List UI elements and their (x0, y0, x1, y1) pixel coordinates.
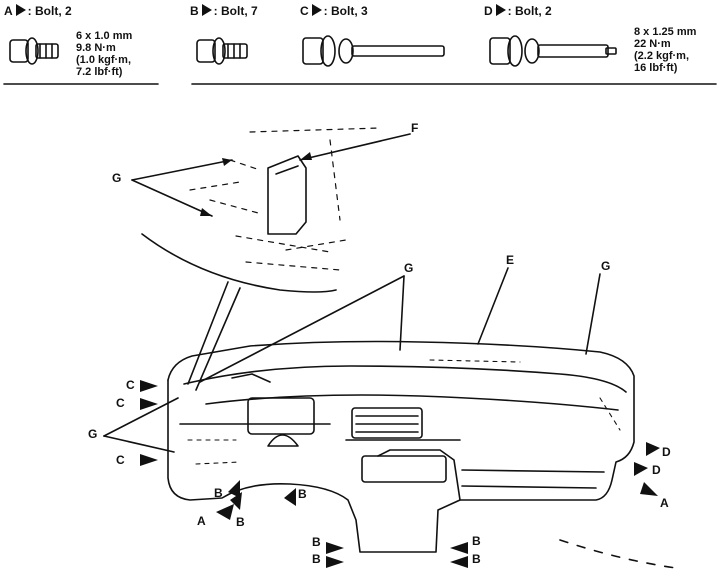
triangle-icon (201, 4, 212, 16)
leader-f (299, 133, 411, 161)
leader-e (477, 267, 509, 345)
triangle-icon (495, 4, 506, 16)
label-c-3: C (116, 453, 125, 467)
label-b-4: B (312, 535, 321, 549)
dashboard-e (167, 340, 635, 553)
callout-f: F (411, 121, 419, 135)
bolt-a-spec-size: 6 x 1.0 mm (76, 30, 133, 42)
label-b-3: B (298, 487, 307, 501)
marker-d-2 (634, 462, 648, 476)
bolt-d-spec-lbf: 16 lbf·ft) (634, 62, 678, 74)
bolt-d-header: D : Bolt, 2 (484, 4, 552, 18)
label-a-2: A (660, 496, 669, 510)
bolt-b-header: B : Bolt, 7 (190, 4, 258, 18)
label-b-1: B (214, 486, 223, 500)
callout-g-left: G (88, 427, 98, 441)
callout-g-top-right: G (601, 259, 611, 273)
triangle-icon (311, 4, 322, 16)
label-d-2: D (652, 463, 661, 477)
bolt-d-letter: D (484, 4, 493, 18)
bolt-c-header: C : Bolt, 3 (300, 4, 368, 18)
leader-g-1 (131, 159, 233, 181)
bolt-c-icon (302, 35, 445, 67)
bolt-c-letter: C (300, 4, 309, 18)
bolt-a-letter: A (4, 4, 13, 18)
marker-b-6 (450, 542, 468, 554)
callout-g-top-center: G (404, 261, 414, 275)
bolt-c-desc: : Bolt, 3 (323, 4, 368, 18)
bolt-d-spec-kgf: (2.2 kgf·m, (634, 50, 690, 62)
zoom-line-1 (187, 281, 229, 385)
callout-g-upper: G (112, 171, 122, 185)
leader-g-5 (585, 273, 601, 355)
zoom-arc (141, 233, 337, 293)
zoom-line-2 (195, 287, 241, 391)
leader-g-4 (399, 275, 405, 351)
label-c-2: C (116, 396, 125, 410)
bolt-b-letter: B (190, 4, 199, 18)
marker-c-2 (140, 398, 158, 410)
label-d-1: D (662, 445, 671, 459)
label-b-2: B (236, 515, 245, 529)
marker-c-1 (140, 380, 158, 392)
leader-arrowheads (200, 152, 312, 216)
marker-b-5 (326, 556, 344, 568)
bolt-a-desc: : Bolt, 2 (27, 4, 72, 18)
label-b-5: B (312, 552, 321, 566)
bolt-d-desc: : Bolt, 2 (507, 4, 552, 18)
triangle-icon (15, 4, 26, 16)
leader-g-3 (199, 275, 405, 383)
marker-d-1 (646, 442, 660, 456)
marker-a-1 (216, 504, 234, 520)
leader-g-6 (103, 397, 179, 437)
label-c-1: C (126, 378, 135, 392)
upper-hidden-lines (189, 127, 381, 271)
marker-a-2 (640, 482, 658, 496)
bolt-d-icon (489, 35, 617, 67)
label-a-1: A (197, 514, 206, 528)
label-b-7: B (472, 552, 481, 566)
bolt-a-spec-lbf: 7.2 lbf·ft) (76, 66, 123, 78)
bolt-d-spec-size: 8 x 1.25 mm (634, 26, 697, 38)
leader-g-7 (103, 435, 175, 453)
marker-b-4 (326, 542, 344, 554)
marker-b-1 (228, 480, 240, 498)
bolt-b-icon (196, 37, 248, 65)
bolt-d-spec-torque: 22 N·m (634, 38, 671, 50)
marker-b-2 (230, 492, 242, 510)
marker-b-7 (450, 556, 468, 568)
bolt-a-spec-kgf: (1.0 kgf·m, (76, 54, 132, 66)
marker-c-3 (140, 454, 158, 466)
bolt-markers (140, 380, 660, 568)
label-b-6: B (472, 534, 481, 548)
marker-b-3 (284, 488, 296, 506)
dashboard-hidden-lines (187, 359, 621, 465)
bolt-a-spec: 6 x 1.0 mm 9.8 N·m (1.0 kgf·m, 7.2 lbf·f… (76, 30, 132, 78)
bolt-d-spec: 8 x 1.25 mm 22 N·m (2.2 kgf·m, 16 lbf·ft… (634, 26, 696, 74)
bracket-f (267, 155, 307, 235)
callout-e: E (506, 253, 515, 267)
bolt-a-spec-torque: 9.8 N·m (76, 42, 116, 54)
bolt-a-header: A : Bolt, 2 (4, 4, 72, 18)
bolt-b-desc: : Bolt, 7 (213, 4, 258, 18)
bolt-a-icon (9, 37, 59, 65)
leader-g-2 (131, 179, 213, 217)
floor-line (559, 539, 677, 569)
